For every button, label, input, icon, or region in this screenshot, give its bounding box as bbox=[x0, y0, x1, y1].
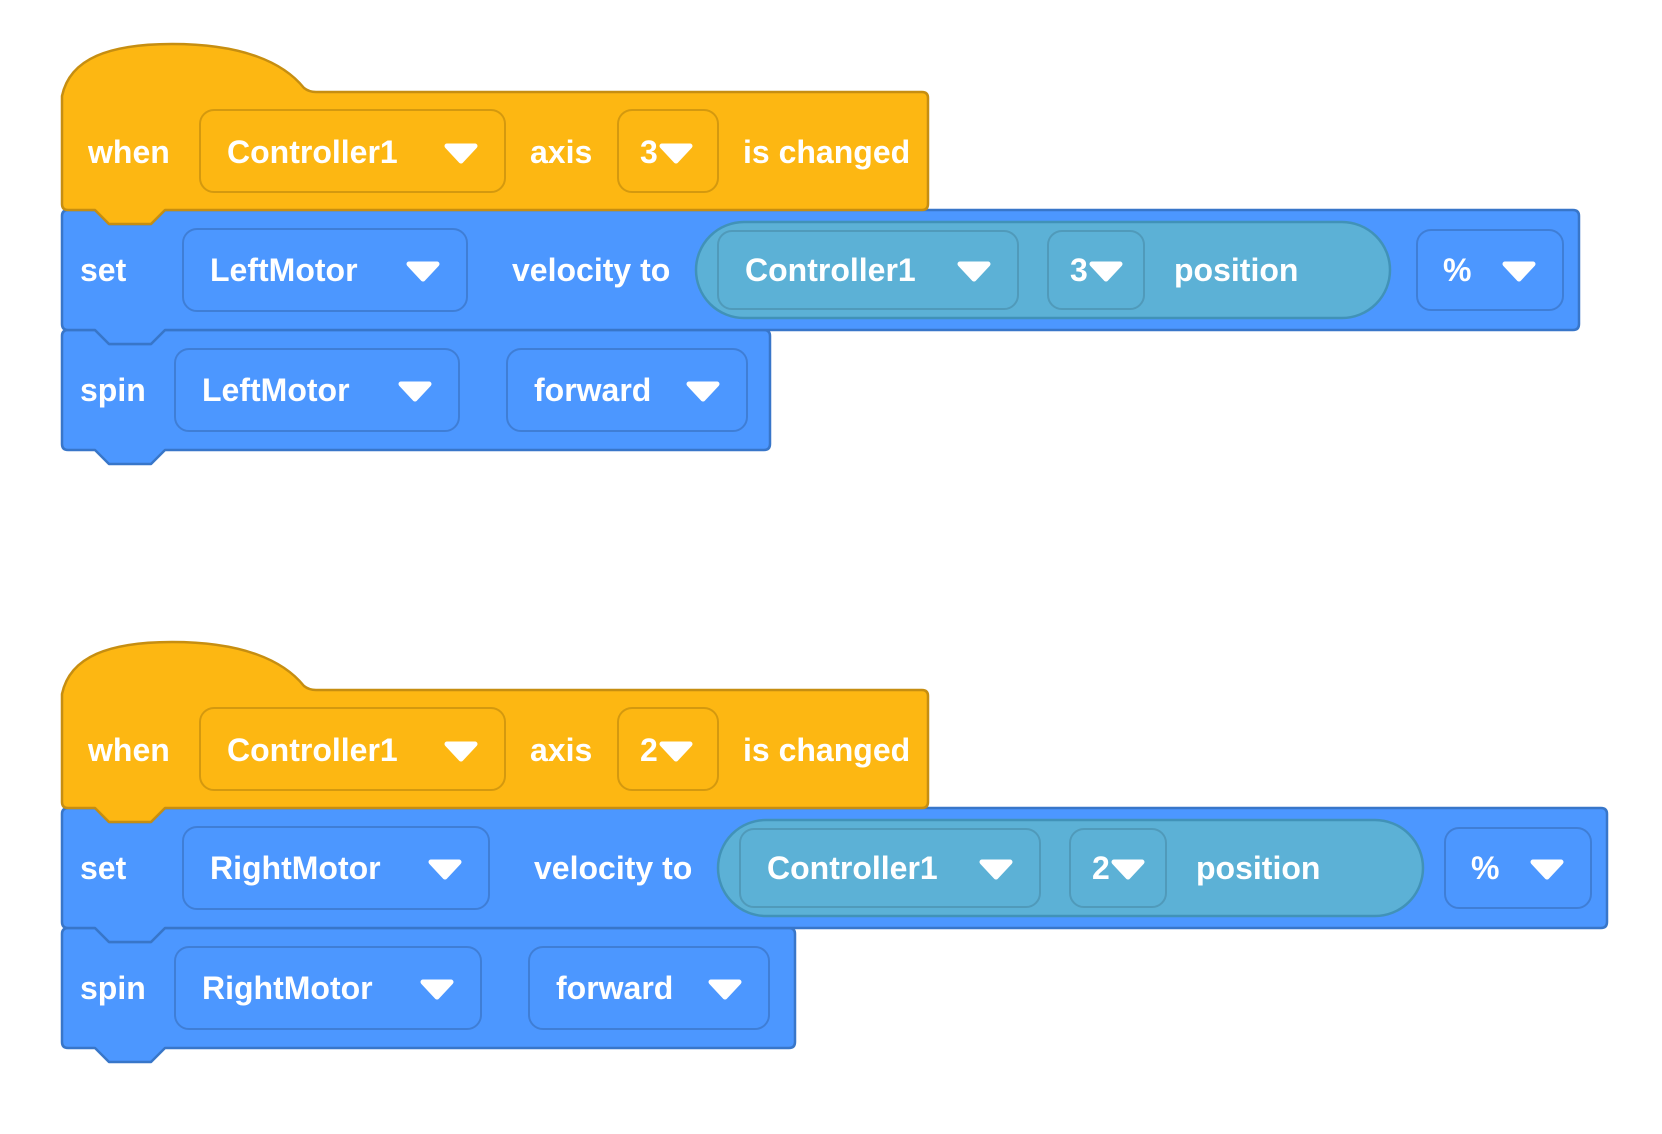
reporter-controller-field[interactable] bbox=[739, 828, 1041, 908]
reporter-axis-dropdown[interactable]: 2 bbox=[1069, 828, 1167, 908]
motor-dropdown-field[interactable] bbox=[182, 826, 490, 910]
controller-dropdown-value: Controller1 bbox=[227, 134, 398, 170]
direction-dropdown[interactable]: forward bbox=[528, 946, 770, 1030]
is-changed-label: is changed bbox=[743, 732, 910, 768]
unit-dropdown-value: % bbox=[1471, 850, 1499, 886]
reporter-axis-value: 3 bbox=[1070, 252, 1088, 288]
spin-motor-dropdown-value: RightMotor bbox=[202, 970, 373, 1006]
spin-motor-dropdown-value: LeftMotor bbox=[202, 372, 350, 408]
direction-dropdown[interactable]: forward bbox=[506, 348, 748, 432]
chevron-down-icon[interactable] bbox=[659, 741, 693, 762]
motor-dropdown[interactable]: RightMotor bbox=[182, 826, 490, 910]
axis-dropdown-value: 3 bbox=[640, 134, 658, 170]
direction-dropdown-value: forward bbox=[556, 970, 673, 1006]
chevron-down-icon[interactable] bbox=[398, 381, 432, 402]
spin-label: spin bbox=[80, 372, 146, 408]
unit-dropdown[interactable]: % bbox=[1416, 229, 1564, 311]
controller-dropdown-value: Controller1 bbox=[227, 732, 398, 768]
spin-motor-dropdown-field[interactable] bbox=[174, 348, 460, 432]
reporter-controller-field[interactable] bbox=[717, 230, 1019, 310]
chevron-down-icon[interactable] bbox=[979, 859, 1013, 880]
chevron-down-icon[interactable] bbox=[1530, 859, 1564, 880]
chevron-down-icon[interactable] bbox=[420, 979, 454, 1000]
chevron-down-icon[interactable] bbox=[659, 143, 693, 164]
controller-axis-position-reporter[interactable]: Controller1 2 position bbox=[716, 818, 1425, 918]
spin-label: spin bbox=[80, 970, 146, 1006]
direction-dropdown-field[interactable] bbox=[528, 946, 770, 1030]
motor-dropdown[interactable]: LeftMotor bbox=[182, 228, 468, 312]
direction-dropdown-value: forward bbox=[534, 372, 651, 408]
controller-dropdown[interactable]: Controller1 bbox=[199, 109, 506, 193]
position-label: position bbox=[1196, 850, 1320, 886]
reporter-controller-dropdown[interactable]: Controller1 bbox=[717, 230, 1019, 310]
stack-right-motor: when Controller1 axis 2 is changed set R… bbox=[60, 640, 1609, 1064]
axis-dropdown[interactable]: 3 bbox=[617, 109, 719, 193]
when-label: when bbox=[87, 732, 170, 768]
axis-dropdown-value: 2 bbox=[640, 732, 658, 768]
chevron-down-icon[interactable] bbox=[1502, 261, 1536, 282]
chevron-down-icon[interactable] bbox=[686, 381, 720, 402]
motor-dropdown-value: RightMotor bbox=[210, 850, 381, 886]
set-label: set bbox=[80, 252, 127, 288]
reporter-controller-value: Controller1 bbox=[767, 850, 938, 886]
motor-dropdown-field[interactable] bbox=[182, 228, 468, 312]
chevron-down-icon[interactable] bbox=[957, 261, 991, 282]
unit-dropdown-field[interactable] bbox=[1416, 229, 1564, 311]
chevron-down-icon[interactable] bbox=[406, 261, 440, 282]
velocity-to-label: velocity to bbox=[534, 850, 692, 886]
chevron-down-icon[interactable] bbox=[428, 859, 462, 880]
reporter-axis-value: 2 bbox=[1092, 850, 1110, 886]
unit-dropdown[interactable]: % bbox=[1444, 827, 1592, 909]
chevron-down-icon[interactable] bbox=[1111, 859, 1145, 880]
axis-label: axis bbox=[530, 134, 592, 170]
chevron-down-icon[interactable] bbox=[444, 143, 478, 164]
chevron-down-icon[interactable] bbox=[444, 741, 478, 762]
unit-dropdown-value: % bbox=[1443, 252, 1471, 288]
spin-motor-dropdown[interactable]: RightMotor bbox=[174, 946, 482, 1030]
set-label: set bbox=[80, 850, 127, 886]
chevron-down-icon[interactable] bbox=[1089, 261, 1123, 282]
axis-dropdown[interactable]: 2 bbox=[617, 707, 719, 791]
controller-dropdown[interactable]: Controller1 bbox=[199, 707, 506, 791]
reporter-controller-value: Controller1 bbox=[745, 252, 916, 288]
unit-dropdown-field[interactable] bbox=[1444, 827, 1592, 909]
chevron-down-icon[interactable] bbox=[708, 979, 742, 1000]
spin-motor-dropdown[interactable]: LeftMotor bbox=[174, 348, 460, 432]
when-label: when bbox=[87, 134, 170, 170]
axis-label: axis bbox=[530, 732, 592, 768]
velocity-to-label: velocity to bbox=[512, 252, 670, 288]
position-label: position bbox=[1174, 252, 1298, 288]
spin-motor-dropdown-field[interactable] bbox=[174, 946, 482, 1030]
controller-axis-position-reporter[interactable]: Controller1 3 position bbox=[694, 220, 1392, 320]
is-changed-label: is changed bbox=[743, 134, 910, 170]
controller-dropdown-field[interactable] bbox=[199, 109, 506, 193]
reporter-axis-dropdown[interactable]: 3 bbox=[1047, 230, 1145, 310]
direction-dropdown-field[interactable] bbox=[506, 348, 748, 432]
stack-left-motor: when Controller1 axis 3 is changed set L… bbox=[60, 42, 1581, 466]
controller-dropdown-field[interactable] bbox=[199, 707, 506, 791]
motor-dropdown-value: LeftMotor bbox=[210, 252, 358, 288]
reporter-controller-dropdown[interactable]: Controller1 bbox=[739, 828, 1041, 908]
